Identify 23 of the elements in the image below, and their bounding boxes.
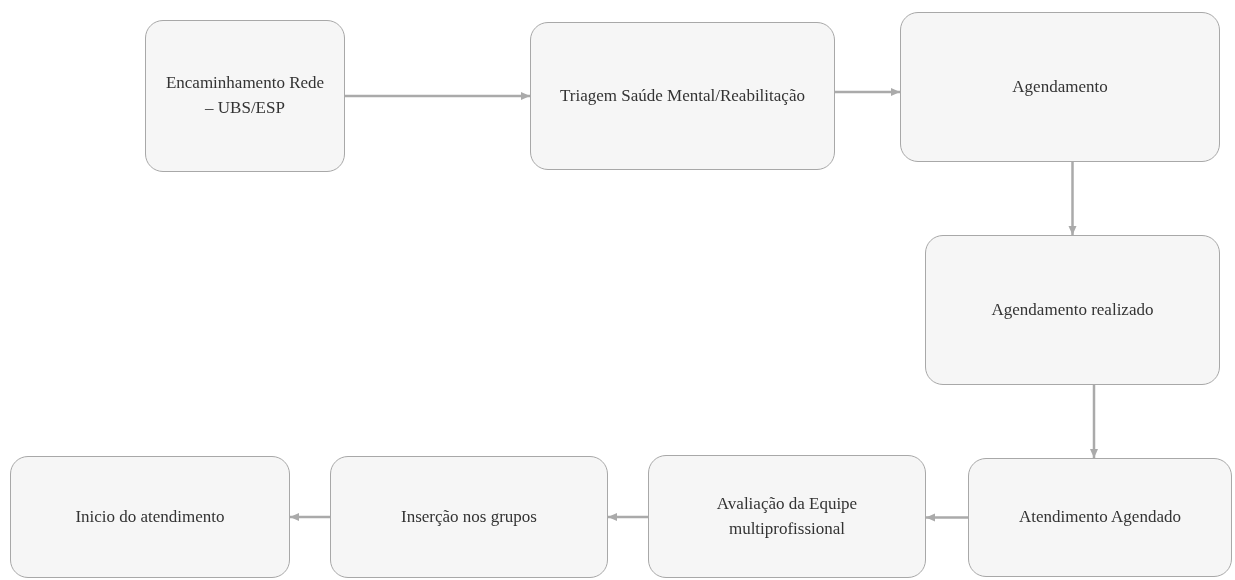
box-label: Inserção nos grupos bbox=[401, 505, 537, 528]
process-box bbox=[648, 455, 926, 578]
arrow bbox=[345, 92, 530, 100]
arrow bbox=[835, 88, 900, 96]
box-label: Inicio do atendimento bbox=[75, 505, 225, 528]
arrow bbox=[1068, 162, 1077, 235]
process-box bbox=[145, 20, 345, 172]
process-box bbox=[900, 12, 1220, 162]
box-label: Avaliação da Equipe multiprofissional bbox=[715, 492, 859, 540]
box-label: Agendamento bbox=[1012, 75, 1108, 98]
box-label: Triagem Saúde Mental/Reabilitação bbox=[560, 84, 805, 107]
process-box bbox=[10, 456, 290, 578]
arrow bbox=[926, 513, 968, 522]
process-box bbox=[925, 235, 1220, 385]
process-box bbox=[530, 22, 835, 170]
process-box bbox=[968, 458, 1232, 577]
box-label: Encaminhamento Rede – UBS/ESP bbox=[164, 72, 326, 119]
arrow bbox=[608, 513, 648, 521]
box-label: Agendamento realizado bbox=[991, 298, 1154, 321]
arrow bbox=[1090, 385, 1098, 458]
process-box bbox=[330, 456, 608, 578]
box-label: Atendimento Agendado bbox=[1019, 506, 1181, 529]
arrow bbox=[290, 513, 330, 521]
